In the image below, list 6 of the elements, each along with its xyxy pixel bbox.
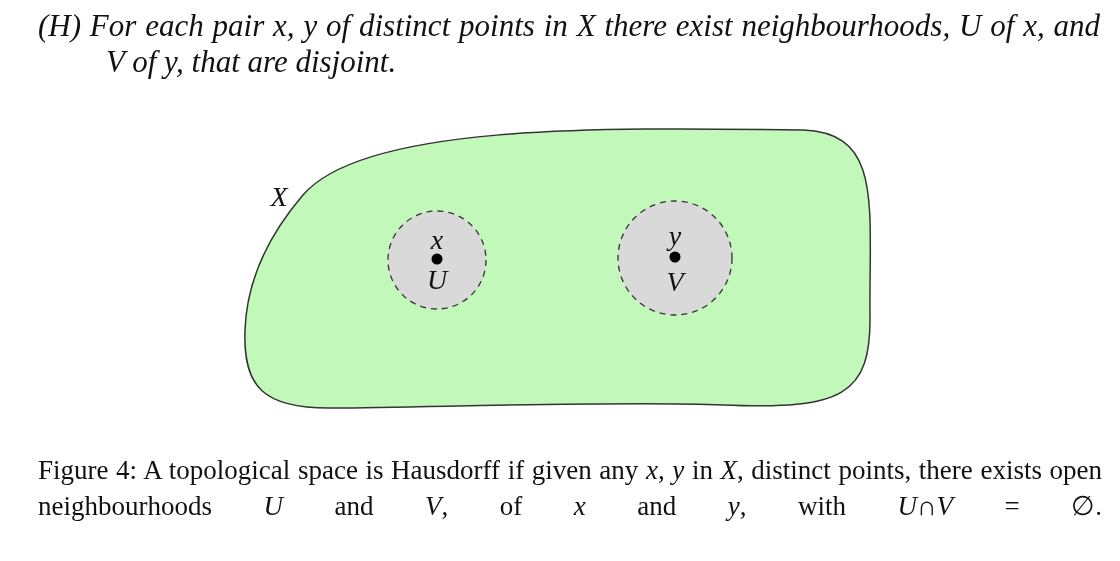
neighbourhood-label: U [426,266,448,294]
space-label: X [270,183,288,211]
point-label: x [430,226,444,254]
point-label: y [668,222,682,250]
heading: (H) For each pair x, y of distinct points in X there exist neighbourhoods, U of x, and V of y, that are disjoint. [38,8,1100,80]
figure-caption: Figure 4: A topological space is Hausdorff if given any x, y in X, distinct points, there exists open neighbourhoods U and V, of x and y, with U∩V = ∅. [38,454,1102,523]
